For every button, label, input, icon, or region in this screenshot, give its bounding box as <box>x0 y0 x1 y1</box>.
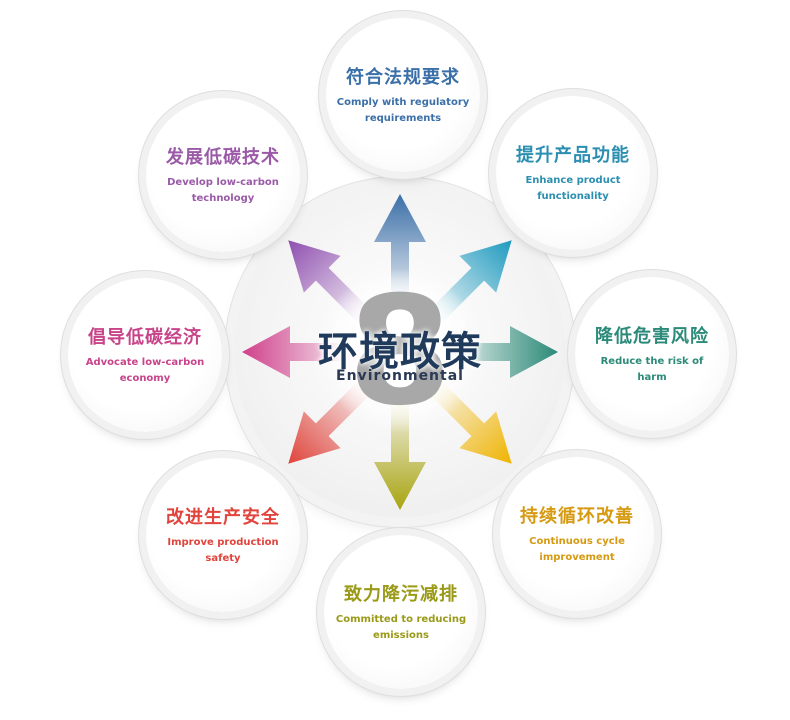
node-reduce-risk: 降低危害风险 Reduce the risk of harm <box>575 277 729 431</box>
node-title: 倡导低碳经济 <box>88 327 202 348</box>
node-reduce-emissions: 致力降污减排 Committed to reducing emissions <box>324 535 478 689</box>
arrow-up <box>374 194 426 332</box>
node-continuous-improvement: 持续循环改善 Continuous cycle improvement <box>500 457 654 611</box>
node-title: 发展低碳技术 <box>166 147 280 168</box>
node-title: 降低危害风险 <box>595 326 709 347</box>
node-subtitle: Reduce the risk of harm <box>600 356 704 383</box>
center-glow <box>320 270 480 430</box>
node-subtitle: Enhance product functionality <box>525 175 621 202</box>
center-subtitle: Environmental <box>336 368 464 384</box>
node-production-safety: 改进生产安全 Improve production safety <box>146 458 300 612</box>
arrow-left <box>242 326 380 378</box>
node-enhance-functionality: 提升产品功能 Enhance product functionality <box>496 96 650 250</box>
node-title: 提升产品功能 <box>516 145 630 166</box>
node-low-carbon-economy: 倡导低碳经济 Advocate low-carbon economy <box>68 278 222 432</box>
node-subtitle: Advocate low-carbon economy <box>85 357 205 384</box>
node-title: 持续循环改善 <box>520 506 634 527</box>
arrow-right <box>420 326 558 378</box>
arrow-down <box>374 372 426 510</box>
node-subtitle: Develop low-carbon technology <box>167 177 279 204</box>
node-subtitle: Comply with regulatory requirements <box>336 97 470 124</box>
center-title: 环境政策 <box>318 329 482 375</box>
center-number: 8 <box>347 265 453 439</box>
node-title: 致力降污减排 <box>344 584 458 605</box>
node-low-carbon-technology: 发展低碳技术 Develop low-carbon technology <box>146 98 300 252</box>
node-subtitle: Committed to reducing emissions <box>335 614 467 641</box>
node-subtitle: Improve production safety <box>167 537 279 564</box>
node-title: 符合法规要求 <box>346 67 460 88</box>
node-subtitle: Continuous cycle improvement <box>529 536 625 563</box>
node-title: 改进生产安全 <box>166 507 280 528</box>
node-comply-regulatory: 符合法规要求 Comply with regulatory requiremen… <box>326 18 480 172</box>
